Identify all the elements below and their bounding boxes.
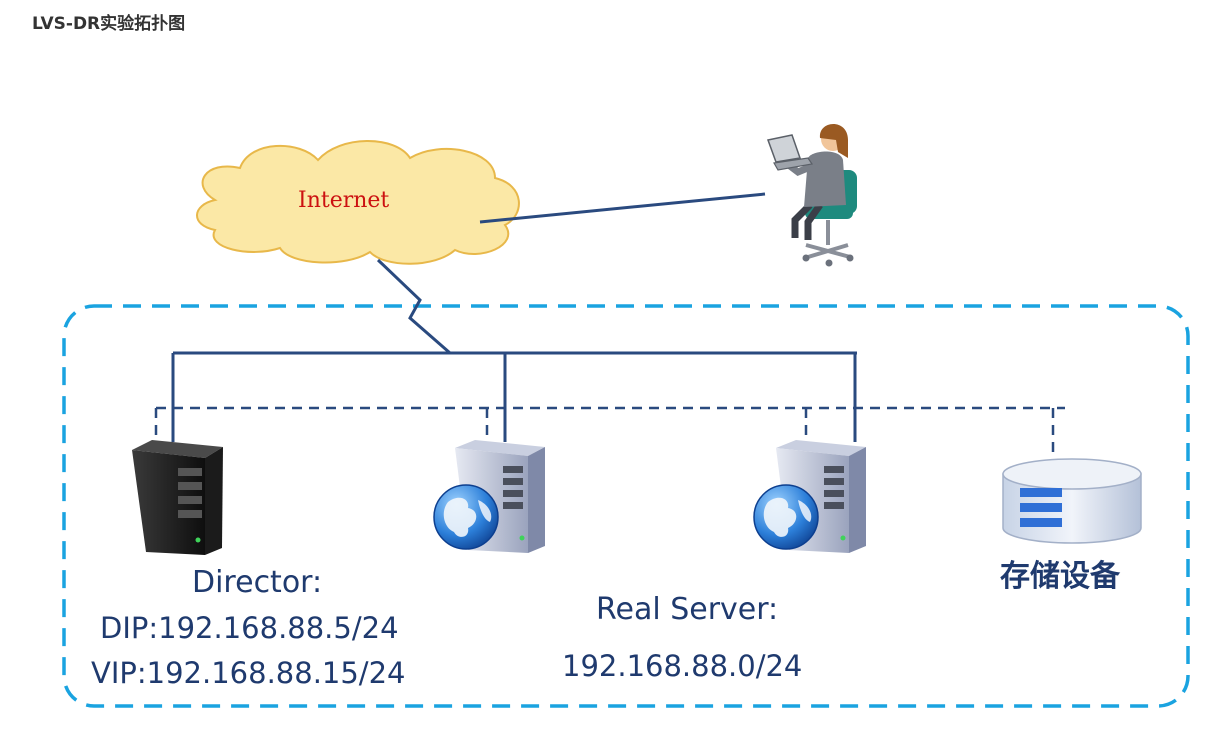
internet-lan-link xyxy=(376,258,451,355)
real-server-heading: Real Server: xyxy=(596,592,779,627)
page-title: LVS-DR实验拓扑图 xyxy=(32,14,186,34)
lan-boundary xyxy=(62,304,1190,708)
user-at-laptop-icon xyxy=(766,124,857,267)
black-server-icon xyxy=(132,440,223,555)
storage-bus xyxy=(154,406,1065,460)
director-heading: Director: xyxy=(192,565,323,600)
internet-client-link xyxy=(479,192,766,224)
storage-cylinder-icon xyxy=(1002,458,1142,544)
director-dip: DIP:192.168.88.5/24 xyxy=(100,611,399,645)
web-server-globe-icon xyxy=(433,440,545,553)
web-server-globe-icon xyxy=(753,440,866,553)
network-bus xyxy=(171,351,857,442)
internet-label: Internet xyxy=(298,188,390,213)
real-server-network: 192.168.88.0/24 xyxy=(562,649,803,683)
director-vip: VIP:192.168.88.15/24 xyxy=(91,656,406,690)
internet-cloud-icon xyxy=(196,140,520,265)
storage-label: 存储设备 xyxy=(1000,559,1120,594)
